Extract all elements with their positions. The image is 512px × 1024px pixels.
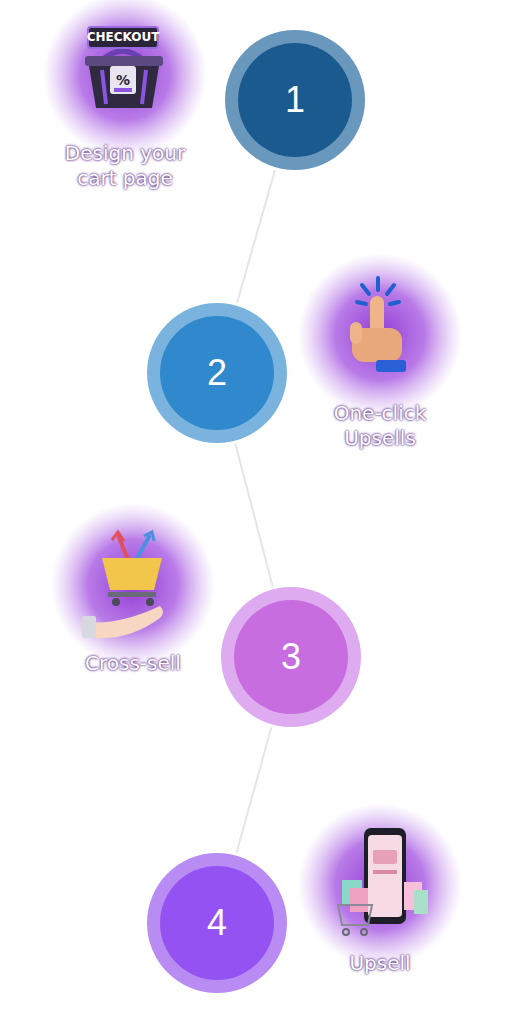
cart-hand-icon-part (88, 606, 163, 638)
click-hand-icon-part (376, 278, 380, 290)
click-hand-icon-part (387, 285, 394, 294)
click-hand-icon-part (362, 285, 369, 294)
basket-icon-part (114, 88, 132, 92)
phone-bags-icon-part (350, 888, 368, 912)
outer-ring (225, 30, 365, 170)
step-number: 3 (221, 587, 361, 727)
step-circle: 1 (225, 30, 365, 170)
tag-symbol: % (116, 72, 130, 88)
cart-hand-icon-part (108, 592, 156, 597)
cart-hand-icon (82, 532, 163, 638)
connector-line (237, 170, 275, 303)
step-label: Design your cart page (40, 141, 210, 191)
cart-hand-icon-part (112, 532, 124, 541)
glow-part (51, 503, 215, 667)
cart-hand-icon-part (112, 598, 120, 606)
step-icon: Cross-sell (48, 505, 218, 676)
basket-icon-part (142, 70, 146, 104)
cart-hand-icon-part (146, 598, 154, 606)
step-icon: Upsell (295, 805, 465, 976)
step-number: 2 (147, 303, 287, 443)
outer-ring (221, 587, 361, 727)
step-circle: 2 (147, 303, 287, 443)
connector-line (235, 444, 272, 587)
connector-line (237, 727, 272, 852)
phone-bags-icon (338, 828, 428, 935)
glow-part (298, 803, 462, 967)
basket-icon-part (89, 66, 159, 108)
phone-bags-icon-part (373, 850, 397, 864)
step-label: One-click Upsells (295, 401, 465, 451)
step-label: Cross-sell (48, 651, 218, 676)
step-label: Upsell (295, 951, 465, 976)
phone-bags-icon-part (368, 835, 402, 917)
basket-icon-part (110, 66, 136, 94)
basket-icon-part (85, 56, 163, 66)
cart-hand-icon-part (144, 532, 154, 541)
basket-icon (85, 27, 163, 108)
click-hand-icon-part (376, 360, 406, 372)
click-hand-icon-part (390, 302, 399, 304)
phone-bags-icon-part (361, 929, 367, 935)
click-hand-icon-part (350, 322, 362, 344)
cart-hand-icon-part (82, 616, 96, 638)
step-number: 1 (225, 30, 365, 170)
cart-hand-icon-part (102, 558, 162, 590)
glow-part (298, 253, 462, 417)
step-number: 4 (147, 853, 287, 993)
outer-ring (147, 303, 287, 443)
basket-icon-part (102, 70, 106, 104)
phone-bags-icon-part (338, 905, 372, 925)
glow-part (43, 0, 207, 157)
cart-hand-icon-part (136, 535, 150, 560)
step-circle: 3 (221, 587, 361, 727)
click-hand-icon-part (357, 302, 366, 304)
step-icon: Design your cart page (40, 0, 210, 191)
step-icon: One-click Upsells (295, 255, 465, 451)
phone-bags-icon-part (343, 929, 349, 935)
sign-text: CHECKOUT (87, 30, 160, 44)
step-circle: 4 (147, 853, 287, 993)
outer-ring (147, 853, 287, 993)
click-hand-icon (350, 278, 406, 372)
phone-bags-icon-part (373, 870, 397, 874)
phone-bags-icon-part (414, 890, 428, 914)
